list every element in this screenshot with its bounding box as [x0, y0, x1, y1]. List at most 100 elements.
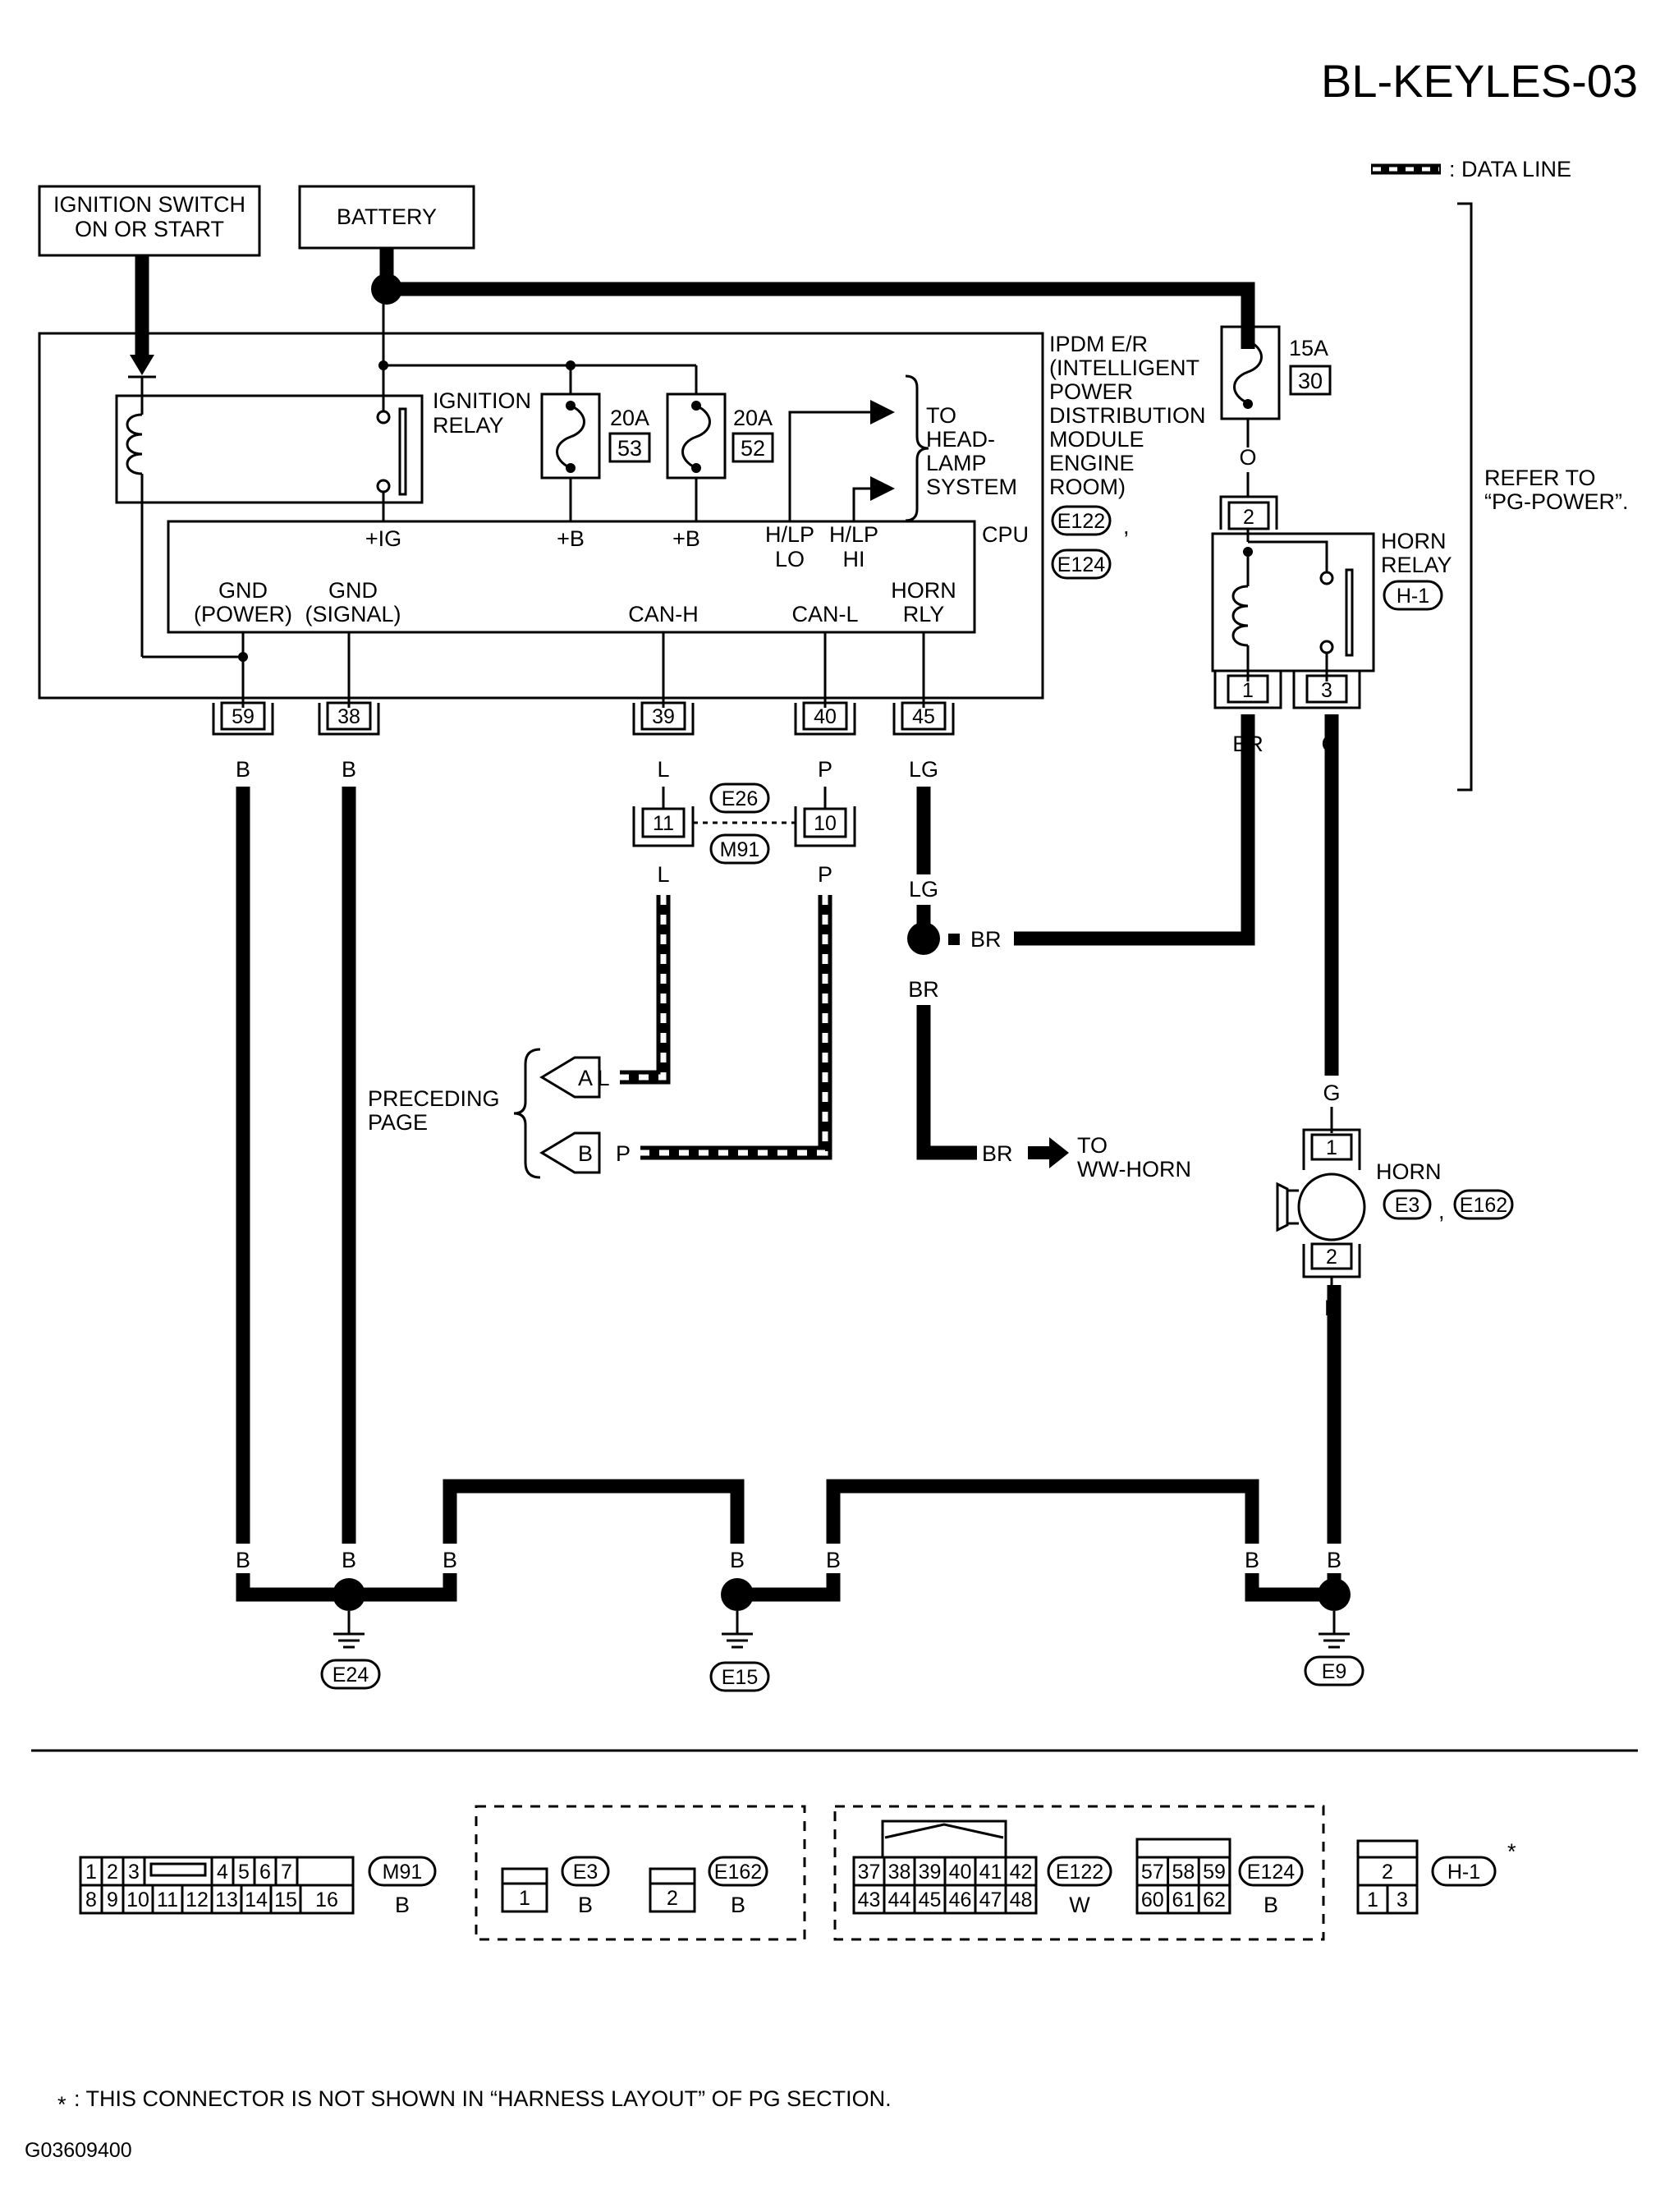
- e122-pin-39: 39: [919, 1861, 942, 1884]
- headlamp-label-3: LAMP: [926, 451, 987, 475]
- connector-view-e162-pin: 2: [667, 1887, 678, 1910]
- wire-color-40: P: [818, 757, 832, 782]
- horn-icon: 1 2: [1276, 1128, 1366, 1278]
- pin-b2: +B: [672, 526, 700, 551]
- m91-pin-7: 7: [281, 1861, 292, 1884]
- wire-gnd-59: [236, 787, 349, 1602]
- e124-pin-60: 60: [1141, 1888, 1164, 1911]
- connector-view-m91-id: M91: [383, 1861, 423, 1884]
- refer-to-bracket: [1457, 202, 1473, 792]
- pin-hlp-lo-1: H/LP: [765, 522, 814, 547]
- m91-pin-13: 13: [215, 1888, 238, 1911]
- diagram-id: BL-KEYLES-03: [1321, 55, 1638, 107]
- joint-pin-11: 11: [653, 812, 674, 835]
- diode-icon: [128, 355, 156, 379]
- wire-br-relay: [1014, 714, 1255, 946]
- relay-coil-icon: [126, 396, 144, 503]
- e122-pin-37: 37: [858, 1861, 881, 1884]
- footnote-text: : THIS CONNECTOR IS NOT SHOWN IN “HARNES…: [74, 2086, 892, 2111]
- headlamp-brace: [905, 374, 929, 522]
- fuse-30-amps: 15A: [1289, 336, 1328, 360]
- ipdm-label-1: IPDM E/R: [1049, 332, 1148, 356]
- wire-color-p-3: P: [616, 1141, 631, 1166]
- ignition-relay-label-1: IGNITION: [433, 388, 531, 413]
- wire-color-p-2: P: [818, 862, 832, 887]
- svg-text:1: 1: [1242, 679, 1254, 702]
- pin-gnd-signal-2: (SIGNAL): [305, 602, 401, 626]
- wire-ground-e24-e15: [349, 1479, 745, 1602]
- wire-color-38: B: [342, 757, 356, 782]
- hlp-lo-output: [788, 411, 870, 521]
- svg-text:2: 2: [1243, 506, 1254, 529]
- svg-text:59: 59: [232, 705, 255, 728]
- m91-pin-15: 15: [274, 1888, 297, 1911]
- headlamp-label-4: SYSTEM: [926, 475, 1017, 499]
- e124-pin-58: 58: [1172, 1861, 1195, 1884]
- horn-relay-label-2: RELAY: [1381, 553, 1452, 577]
- refer-to-1: REFER TO: [1484, 466, 1596, 490]
- footnote-mark: *: [57, 2092, 67, 2117]
- e122-pin-45: 45: [919, 1888, 942, 1911]
- ipdm-box: [38, 332, 1044, 700]
- wire-color-59: B: [236, 757, 250, 782]
- ignition-switch-label-2: ON OR START: [75, 217, 224, 241]
- ground-e15: E15: [709, 1578, 770, 1692]
- horn-connector-comma: ,: [1438, 1199, 1445, 1223]
- m91-pin-11: 11: [157, 1888, 178, 1911]
- wire-color-gnd-7: B: [1327, 1548, 1341, 1572]
- ipdm-label-2: (INTELLIGENT: [1049, 356, 1199, 380]
- horn-connector-e3: E3: [1395, 1194, 1420, 1217]
- headlamp-label-2: HEAD-: [926, 427, 995, 452]
- wire-color-gnd-5: B: [826, 1548, 841, 1572]
- wire-color-gnd-4: B: [730, 1548, 745, 1572]
- connector-view-e3: 1 E3 B: [501, 1856, 610, 1917]
- wire-br-ww-horn: [916, 1005, 977, 1160]
- horn-splice: [907, 922, 940, 955]
- preceding-page-1: PRECEDING: [368, 1086, 500, 1111]
- off-page-a-label: A: [578, 1066, 593, 1090]
- ipdm-label-4: DISTRIBUTION: [1049, 403, 1206, 428]
- m91-pin-14: 14: [245, 1888, 268, 1911]
- to-ww-horn-arrow-icon: [1028, 1137, 1069, 1168]
- e122-pin-43: 43: [858, 1888, 881, 1911]
- connector-group-ipdm: [833, 1805, 1325, 1941]
- svg-text:45: 45: [912, 705, 935, 728]
- fuse-52-amps: 20A: [733, 406, 773, 430]
- battery-box: BATTERY: [298, 185, 475, 250]
- ipdm-label-5: MODULE: [1049, 427, 1144, 452]
- e122-pin-40: 40: [949, 1861, 972, 1884]
- svg-text:40: 40: [814, 705, 837, 728]
- ipdm-label-3: POWER: [1049, 379, 1133, 404]
- e122-pin-41: 41: [979, 1861, 1002, 1884]
- ipdm-label-6: ENGINE: [1049, 451, 1135, 475]
- hlp-hi-output: [852, 487, 870, 521]
- connector-view-h1-pin1: 1: [1367, 1888, 1378, 1911]
- connector-view-m91-color: B: [395, 1893, 410, 1917]
- e122-pin-44: 44: [888, 1888, 911, 1911]
- headlamp-label-1: TO: [926, 403, 956, 428]
- pin-hlp-lo-2: LO: [775, 547, 805, 571]
- connector-view-e122-id: E122: [1056, 1861, 1103, 1884]
- ground-e24-label: E24: [333, 1664, 369, 1687]
- pin-can-h: CAN-H: [628, 602, 699, 626]
- wire-color-l-2: L: [657, 862, 669, 887]
- joint-conn-e26: E26: [722, 787, 758, 810]
- e124-pin-62: 62: [1203, 1888, 1226, 1911]
- can-h-data-line: [620, 895, 671, 1085]
- connector-view-h1: 2 1 3 H-1 *: [1356, 1839, 1516, 1915]
- wire-color-gnd-6: B: [1245, 1548, 1259, 1572]
- terminal-45: 45: [892, 701, 955, 736]
- connector-view-e3-id: E3: [573, 1861, 599, 1884]
- fuse-52-number: 52: [741, 436, 765, 461]
- e122-pin-48: 48: [1010, 1888, 1033, 1911]
- preceding-page-brace: [513, 1048, 541, 1179]
- connector-view-h1-id: H-1: [1447, 1861, 1480, 1884]
- m91-pin-12: 12: [186, 1888, 209, 1911]
- connector-view-h1-pin3: 3: [1397, 1888, 1408, 1911]
- battery-label: BATTERY: [337, 204, 437, 229]
- joint-connector: 11 10 E26 M91: [632, 782, 856, 865]
- data-line-legend: : DATA LINE: [1371, 157, 1571, 181]
- wire-color-lg-2: LG: [909, 877, 938, 902]
